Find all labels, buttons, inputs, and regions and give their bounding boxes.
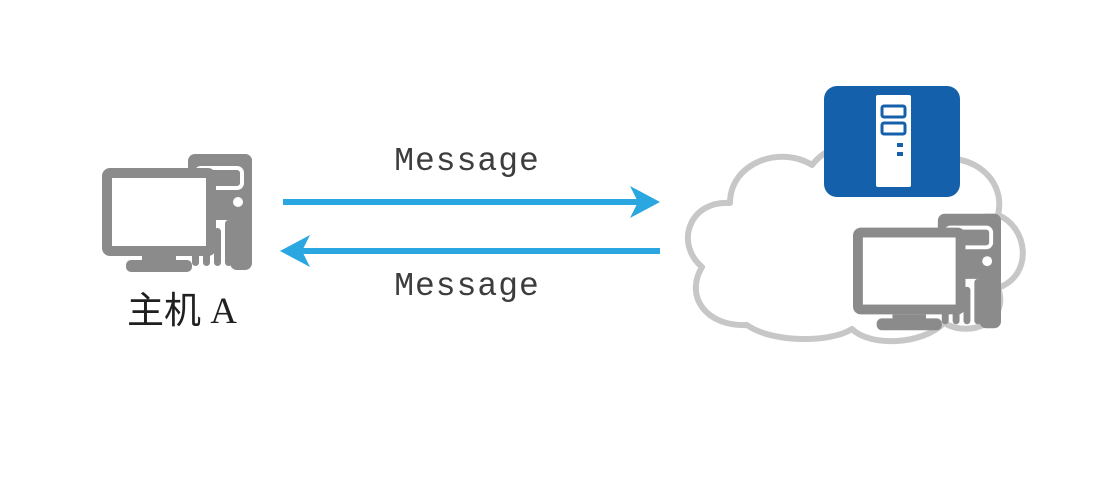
monitor-stand	[126, 260, 192, 272]
monitor-screen	[112, 178, 206, 246]
monitor-screen	[862, 237, 956, 305]
desktop-computer-icon	[102, 154, 252, 272]
response-message-label: Message	[394, 268, 540, 305]
arrow-right-icon	[283, 186, 660, 218]
request-message-label: Message	[394, 143, 540, 180]
host-a-label: 主机 A	[127, 291, 237, 332]
server-icon	[824, 86, 960, 197]
monitor-stand	[876, 318, 942, 331]
server-drive-slot	[880, 121, 907, 136]
arrow-left-icon	[280, 235, 660, 267]
power-button-dot	[233, 197, 243, 207]
desktop-computer-icon	[853, 213, 1001, 331]
server-drive-slot	[880, 104, 907, 119]
power-button-dot	[982, 256, 993, 267]
